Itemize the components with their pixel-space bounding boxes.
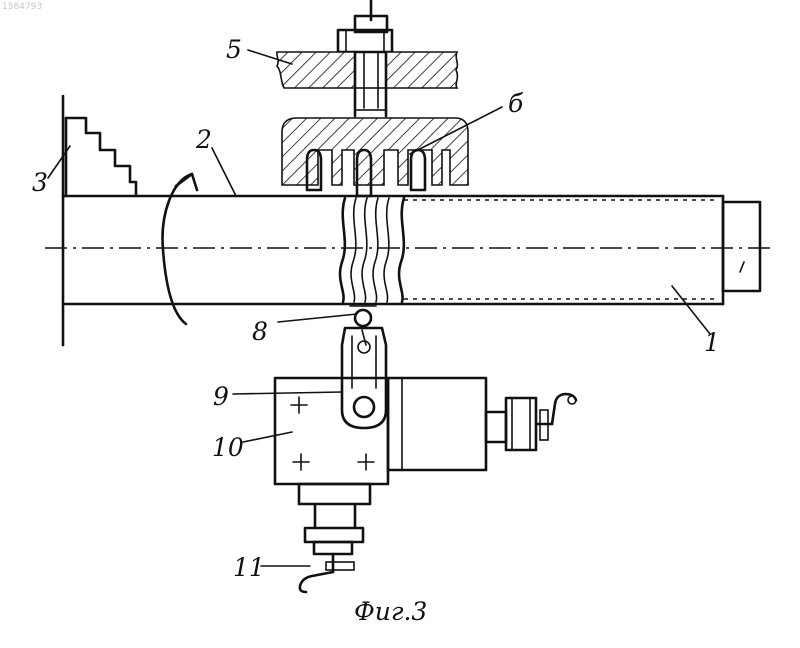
label-part-10: 10 bbox=[212, 433, 244, 462]
rolled-zone bbox=[340, 198, 404, 302]
label-part-6: б bbox=[508, 89, 524, 118]
roller-holder bbox=[282, 118, 468, 196]
label-part-5: 5 bbox=[226, 35, 242, 64]
lower-roller bbox=[350, 306, 376, 326]
label-part-9: 9 bbox=[213, 382, 229, 411]
label-part-3: 3 bbox=[32, 168, 48, 197]
label-part-11: 11 bbox=[233, 553, 265, 582]
top-bolt bbox=[338, 0, 392, 52]
lower-feed-screw bbox=[300, 504, 363, 592]
label-part-1: 1 bbox=[704, 328, 720, 357]
figure-caption: Фиг.3 bbox=[354, 597, 427, 626]
label-part-8: 8 bbox=[252, 317, 268, 346]
chuck-jaw bbox=[63, 96, 136, 345]
clamp-plate bbox=[277, 52, 458, 116]
document-stamp: 1584793 bbox=[2, 2, 42, 12]
support-body bbox=[275, 378, 486, 504]
side-feed-screw bbox=[486, 394, 576, 450]
label-part-2: 2 bbox=[195, 125, 212, 154]
workpiece-shaft bbox=[45, 196, 775, 304]
